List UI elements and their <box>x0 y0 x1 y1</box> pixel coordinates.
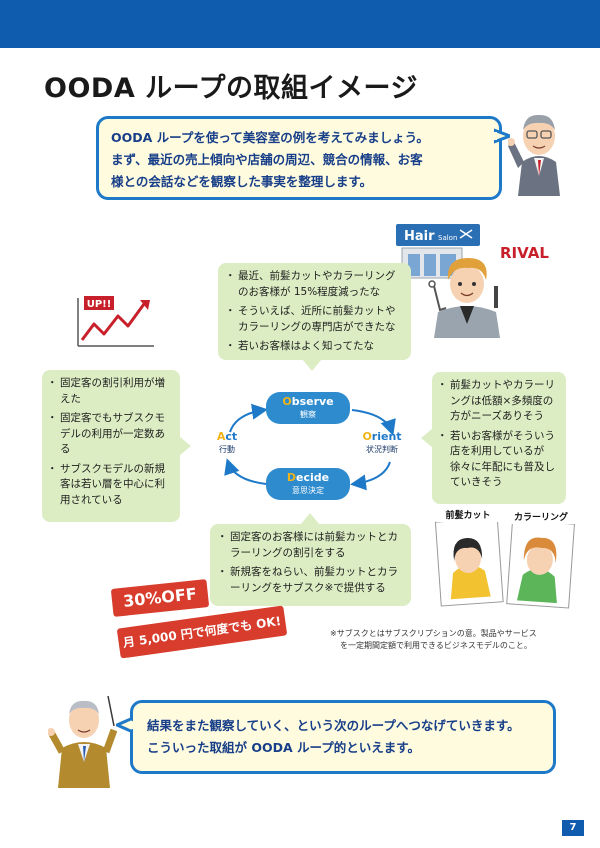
orient-judgment-item: 前髪カットやカラーリングは低額×多頻度の方がニーズありそう <box>437 378 560 425</box>
salon-sign-salon: Salon <box>438 234 457 242</box>
decide-box-pointer <box>300 513 320 525</box>
act-initial: A <box>216 430 226 443</box>
act-jp-label: 行動 <box>219 445 235 454</box>
outro-speech-bubble: 結果をまた観察していく、という次のループへつなげていきます。 こういった取組が … <box>130 700 556 774</box>
orient-box-pointer <box>421 428 433 448</box>
rival-stylist-illustration <box>428 258 500 338</box>
observe-initial: O <box>282 395 292 408</box>
photo-label-coloring: カラーリング <box>514 511 568 523</box>
orient-initial: O <box>362 430 372 443</box>
observe-jp-label: 観察 <box>300 410 316 419</box>
observe-fact-item: 若いお客様はよく知ってたな <box>225 339 403 355</box>
decide-word: ecide <box>296 471 330 484</box>
cycle-node-orient: Orient 状況判断 <box>340 430 424 460</box>
intro-line-1: OODA ループを使って美容室の例を考えてみましょう。 <box>111 130 429 145</box>
observe-fact-item: 最近、前髪カットやカラーリングのお客様が 15%程度減ったな <box>225 269 403 300</box>
rival-label: RIVAL <box>500 244 549 262</box>
page-title: OODA ループの取組イメージ <box>44 73 418 104</box>
hair-salon-building-icon: Hair Salon <box>396 224 480 279</box>
decide-initial: D <box>286 471 297 484</box>
upward-trend-chart-icon: UP!! <box>77 296 154 347</box>
discount-badge: 30%OFF <box>110 579 210 617</box>
subscription-footnote: ※サブスクとはサブスクリプションの意。製品やサービス を一定期間定額で利用できる… <box>330 628 570 652</box>
cycle-node-act: Act 行動 <box>190 430 264 460</box>
ooda-cycle-arrows <box>224 403 396 491</box>
customer-photo-cards: 前髪カット カラーリング <box>434 506 576 609</box>
outro-line-2: こういった取組が OODA ループ的といえます。 <box>147 740 421 755</box>
footnote-line-2: を一定期間定額で利用できるビジネスモデルのこと。 <box>340 641 532 650</box>
photo-label-bangs: 前髪カット <box>445 509 490 521</box>
orient-judgment-box: 前髪カットやカラーリングは低額×多頻度の方がニーズありそう 若いお客様がそういう… <box>432 372 566 504</box>
act-word: ct <box>225 430 238 443</box>
chart-up-label: UP!! <box>87 299 112 310</box>
intro-bubble-tail <box>494 128 510 144</box>
intro-speech-bubble: OODA ループを使って美容室の例を考えてみましょう。 まず、最近の売上傾向や店… <box>96 116 502 200</box>
decide-plan-item: 新規客をねらい、前髪カットとカラーリングをサブスク※で提供する <box>217 565 403 596</box>
decide-plan-item: 固定客のお客様には前髪カットとカラーリングの割引をする <box>217 530 403 561</box>
decide-jp-label: 意思決定 <box>292 486 324 495</box>
top-header-bar <box>0 0 600 48</box>
outro-bubble-tail <box>116 716 133 734</box>
orient-jp-label: 状況判断 <box>366 445 398 454</box>
cycle-node-decide: Decide 意思決定 <box>266 468 350 500</box>
footnote-line-1: ※サブスクとはサブスクリプションの意。製品やサービス <box>330 629 537 638</box>
decide-plan-box: 固定客のお客様には前髪カットとカラーリングの割引をする 新規客をねらい、前髪カッ… <box>210 524 411 606</box>
intro-line-3: 様との会話などを観察した事実を整理します。 <box>111 174 373 189</box>
orient-judgment-item: 若いお客様がそういう店を利用しているが徐々に年配にも普及していきそう <box>437 429 560 491</box>
presenter-pointer-man-illustration <box>48 695 118 788</box>
orient-word: rient <box>371 430 402 443</box>
act-result-item: 固定客の割引利用が増えた <box>47 376 174 407</box>
page-number: 7 <box>562 820 584 836</box>
cycle-node-observe: Observe 観察 <box>266 392 350 424</box>
intro-line-2: まず、最近の売上傾向や店舗の周辺、競合の情報、お客 <box>111 152 423 167</box>
observe-word: bserve <box>291 395 334 408</box>
ooda-cycle-diagram: Observe 観察 Orient 状況判断 Decide 意思決定 Act 行… <box>190 376 430 516</box>
outro-line-1: 結果をまた観察していく、という次のループへつなげていきます。 <box>147 718 520 733</box>
act-result-item: 固定客でもサブスクモデルの利用が一定数ある <box>47 411 174 458</box>
salon-sign-hair: Hair <box>404 229 435 244</box>
act-box-pointer <box>179 436 191 456</box>
presenter-man-illustration <box>508 114 560 196</box>
act-results-box: 固定客の割引利用が増えた 固定客でもサブスクモデルの利用が一定数ある サブスクモ… <box>42 370 180 522</box>
observe-box-pointer <box>302 359 322 371</box>
act-result-item: サブスクモデルの新規客は若い層を中心に利用されている <box>47 462 174 509</box>
observe-fact-item: そういえば、近所に前髪カットやカラーリングの専門店ができたな <box>225 304 403 335</box>
observe-facts-box: 最近、前髪カットやカラーリングのお客様が 15%程度減ったな そういえば、近所に… <box>218 263 411 360</box>
